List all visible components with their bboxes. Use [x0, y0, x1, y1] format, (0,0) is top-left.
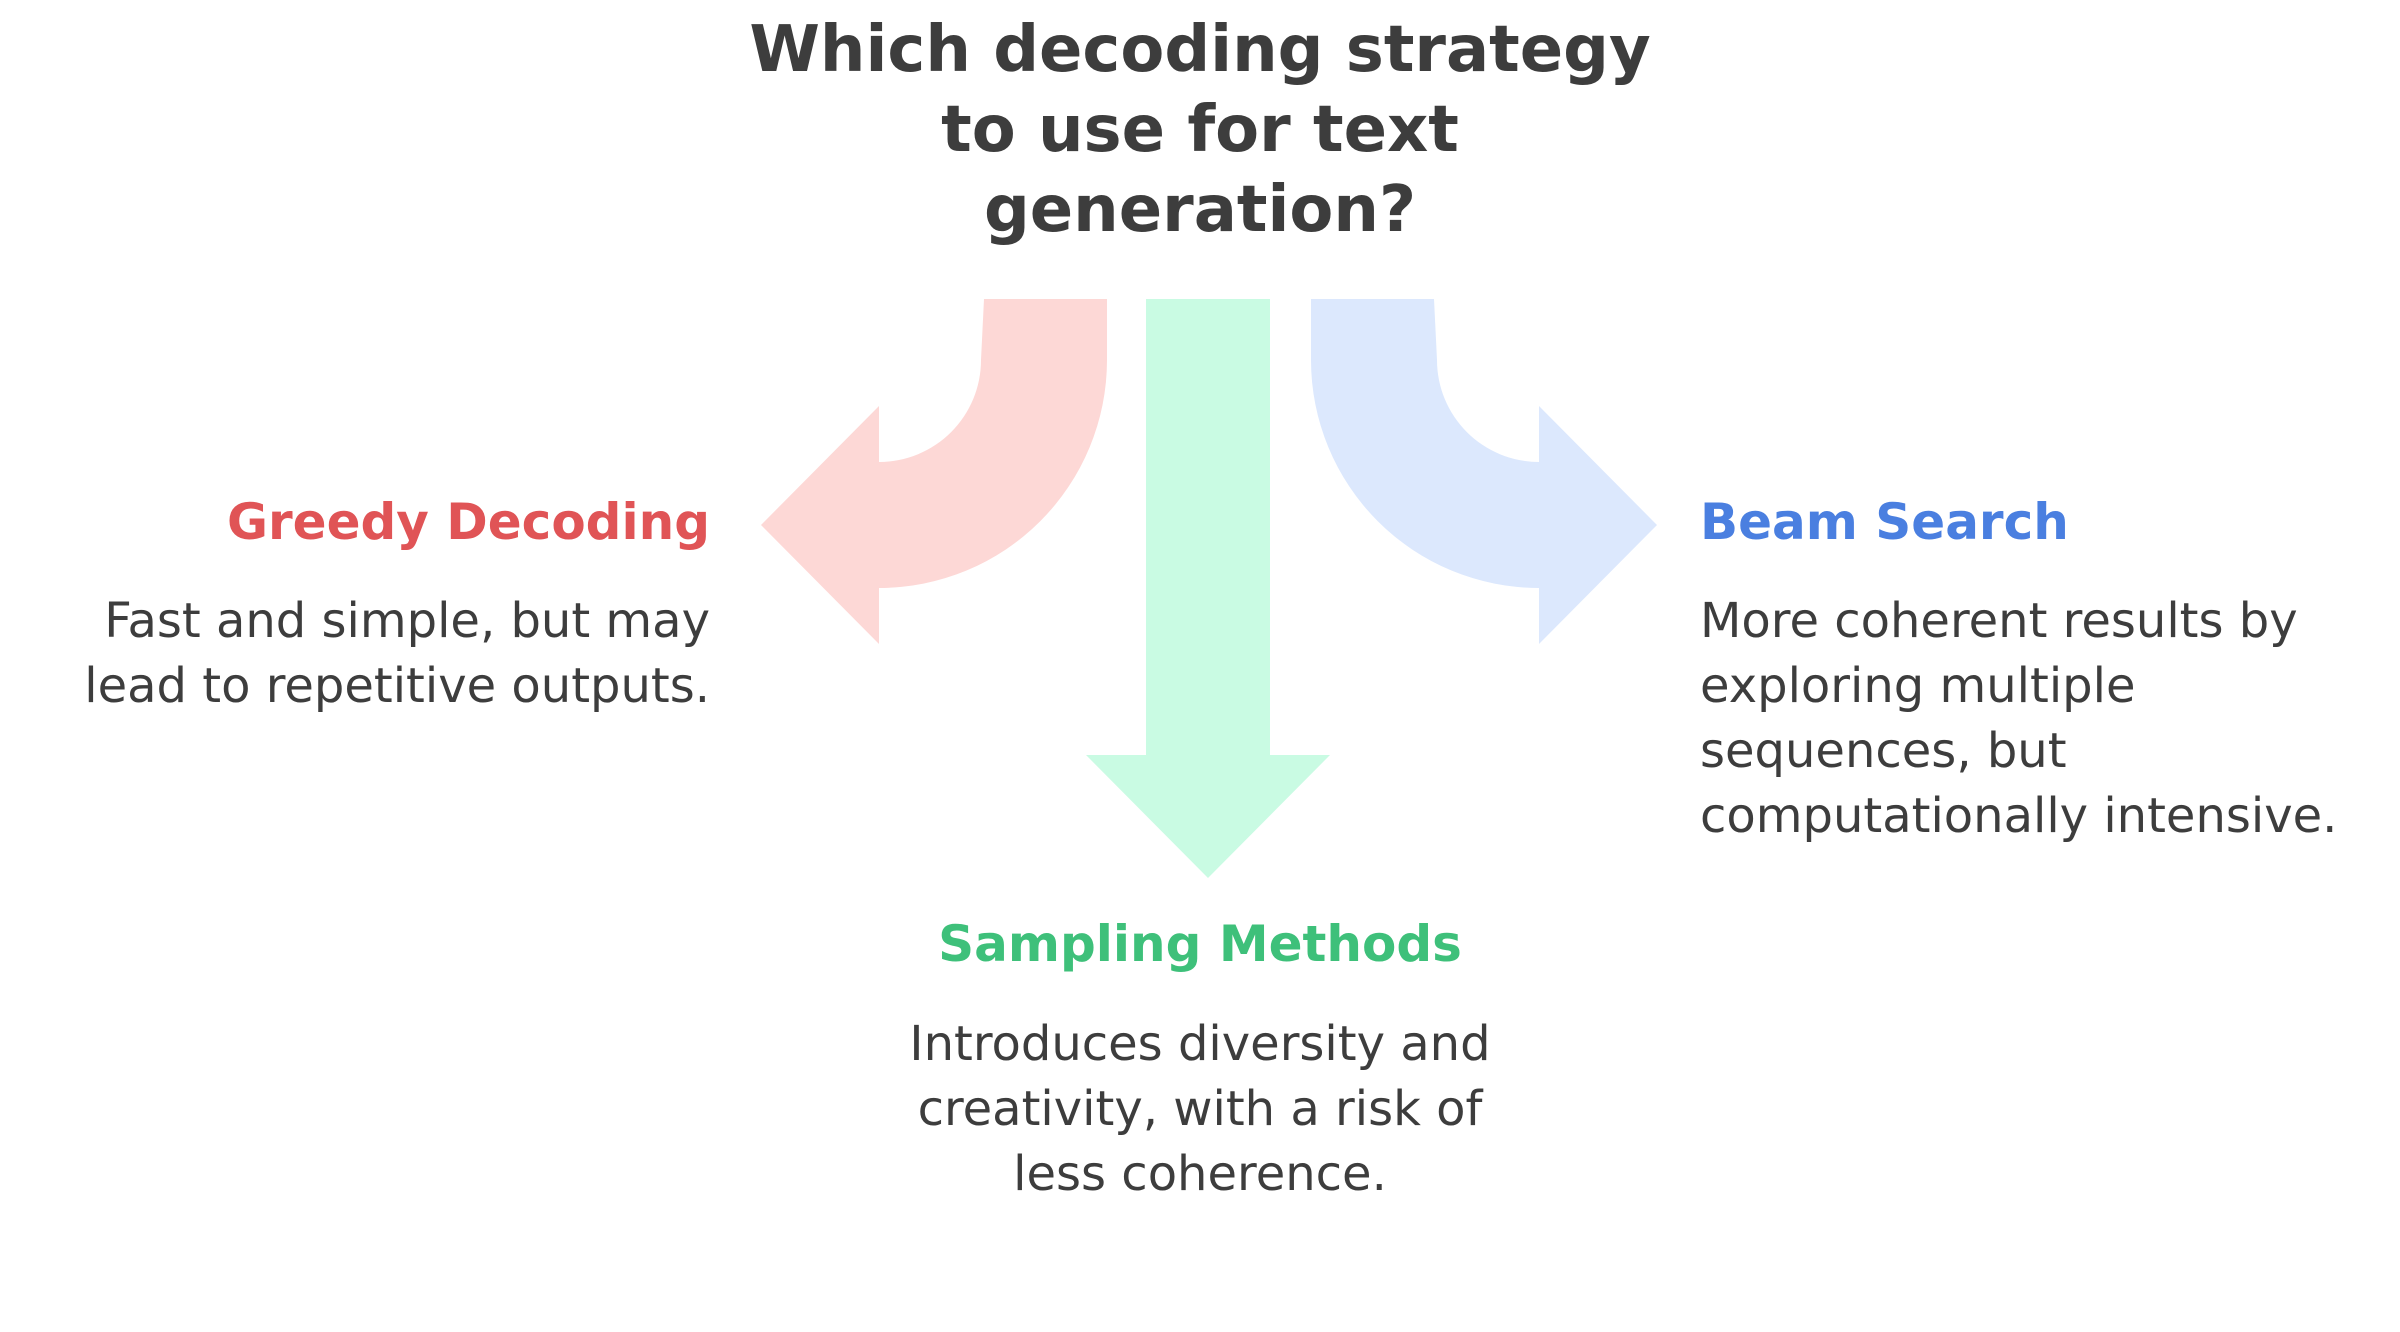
sampling-methods-description: Introduces diversity and creativity, wit…: [909, 1016, 1491, 1202]
greedy-decoding-description: Fast and simple, but may lead to repetit…: [84, 593, 710, 714]
sampling-methods-heading: Sampling Methods: [938, 915, 1462, 973]
beam-search-description: More coherent results by exploring multi…: [1700, 593, 2338, 844]
beam-search-heading: Beam Search: [1700, 493, 2069, 551]
sampling-arrow: [1086, 299, 1330, 878]
greedy-decoding-heading: Greedy Decoding: [226, 493, 710, 551]
greedy-arrow: [761, 299, 1107, 644]
diagram-title: Which decoding strategy to use for text …: [749, 13, 1651, 247]
beam-arrow: [1311, 299, 1657, 644]
